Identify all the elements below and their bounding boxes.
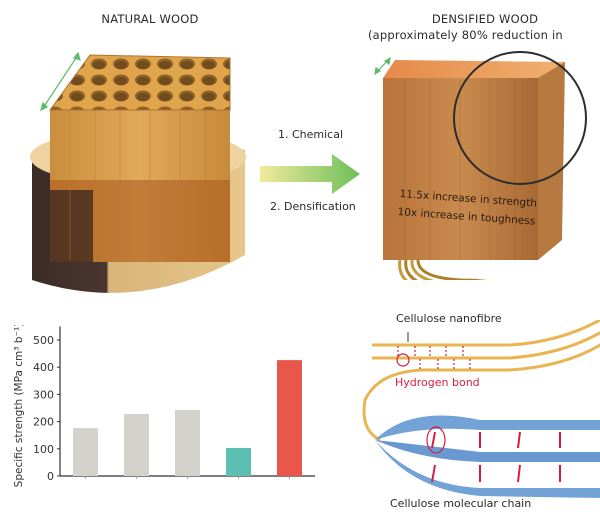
nanofibre-strands [362,320,600,442]
zoom-circle [453,51,587,185]
hydrogen-bond-links [431,431,561,483]
bar-1 [73,428,98,476]
dimension-arrow-icon [40,51,81,112]
molecular-chain-ribbons [375,415,600,498]
y-tick-label: 0 [47,470,54,483]
dimension-arrow-icon [374,56,391,76]
densified-wood-block [383,60,565,260]
molecular-diagram [362,320,600,498]
process-step-densification: 2. Densification [270,200,356,213]
densified-wood-subtitle: (approximately 80% reduction in [368,28,563,42]
densified-wood-title: DENSIFIED WOOD [431,12,539,26]
natural-wood-title: NATURAL WOOD [101,12,199,26]
y-tick-label: 200 [33,416,54,429]
specific-strength-chart: 0 100 200 300 400 500 Specific strength (MPa … [13,325,315,487]
hydrogen-bond-label: Hydrogen bond [395,376,480,389]
y-axis-label: Specific strength (MPa cm³ b⁻¹) [13,325,25,487]
natural-wood-illustration [30,51,246,293]
densified-wood-illustration [374,51,587,280]
y-tick-label: 400 [33,361,54,374]
y-tick-label: 100 [33,443,54,456]
y-axis: 0 100 200 300 400 500 [33,326,315,483]
cellulose-nanofibre-label: Cellulose nanofibre [396,312,502,325]
bars [73,360,302,479]
bar-3 [175,409,200,476]
y-tick-label: 500 [33,334,54,347]
y-tick-label: 300 [33,388,54,401]
hydrogen-bond-marks [397,346,471,369]
process-arrow-icon [260,154,360,194]
natural-wood-cube [49,54,231,262]
process-step-chemical: 1. Chemical [278,128,344,141]
bar-4 [226,447,251,476]
cellulose-molecular-chain-label: Cellulose molecular chain [390,497,532,510]
bar-2 [124,413,149,476]
cellulose-fibre-bundle [398,259,487,280]
bar-5 [277,360,302,476]
